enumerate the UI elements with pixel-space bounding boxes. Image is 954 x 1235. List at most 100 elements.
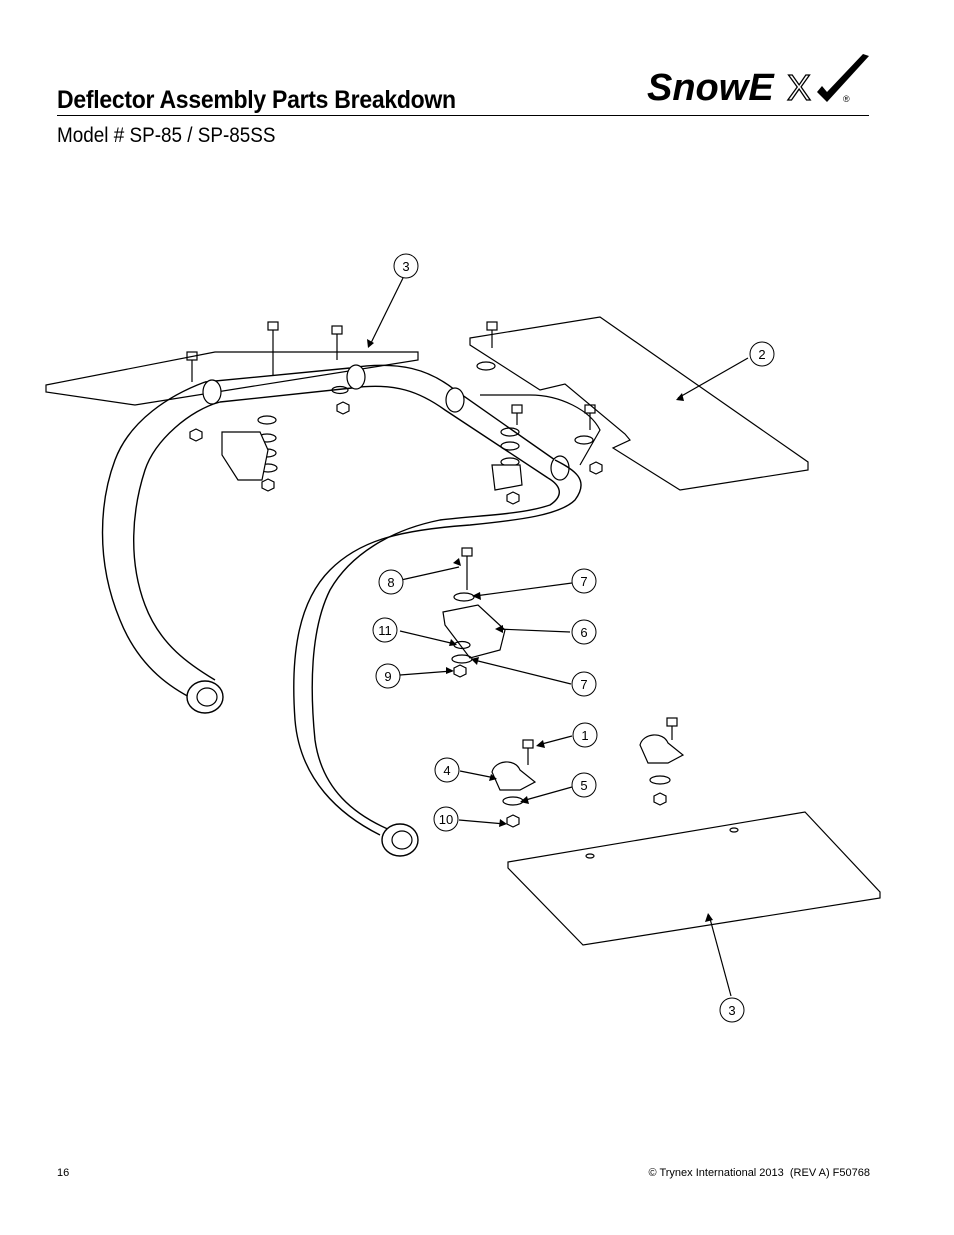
right-tube-opening xyxy=(391,830,413,850)
washer-7 xyxy=(453,592,475,602)
mount-bracket xyxy=(221,431,269,481)
bolt xyxy=(511,404,523,425)
clamp-4 xyxy=(491,761,537,791)
washer xyxy=(331,385,349,395)
callout-circle xyxy=(378,569,404,595)
washer xyxy=(574,435,594,445)
plate-hole xyxy=(729,827,739,833)
washer-7 xyxy=(451,654,473,664)
leader-line xyxy=(473,659,572,685)
deflector-plate-top-left xyxy=(45,351,419,406)
nut xyxy=(261,478,275,492)
bolt xyxy=(186,351,198,382)
arrowhead xyxy=(453,558,461,566)
callout-circle xyxy=(572,722,598,748)
nut-10 xyxy=(506,814,520,828)
bolt xyxy=(486,321,498,348)
callout-number: 1 xyxy=(581,728,588,743)
right-tube-end xyxy=(381,823,419,857)
washer-5 xyxy=(502,796,524,806)
arrowhead xyxy=(449,639,457,646)
logo-text-main: SnowE xyxy=(647,67,775,108)
callout-number: 11 xyxy=(378,623,392,638)
page-number: 16 xyxy=(57,1167,70,1179)
left-tube-opening xyxy=(196,687,218,707)
arrowhead xyxy=(471,657,479,665)
callout-number: 4 xyxy=(443,763,450,778)
arrowhead xyxy=(367,339,374,348)
copyright-notice: © Trynex International 2013 (REV A) F507… xyxy=(648,1167,870,1179)
callout-circle xyxy=(571,619,597,645)
callout-circle xyxy=(571,568,597,594)
callout-number: 8 xyxy=(387,575,394,590)
leader-line xyxy=(458,819,506,825)
clamp xyxy=(639,734,685,764)
washer xyxy=(476,361,496,371)
bolt xyxy=(584,404,596,430)
leader-line xyxy=(708,914,732,997)
arrowhead xyxy=(705,913,713,922)
registered-mark: ® xyxy=(843,94,850,104)
right-frame-tube-inner xyxy=(311,477,560,831)
left-frame-tube-inner xyxy=(133,401,221,681)
tube-clamp xyxy=(202,379,222,405)
right-frame-tube-outer xyxy=(293,459,582,836)
arrowhead xyxy=(520,796,529,804)
tube-clamp xyxy=(346,364,366,390)
arrowhead xyxy=(536,740,545,748)
bolt-1 xyxy=(522,739,534,765)
washer xyxy=(257,415,277,425)
deflector-plate-bottom xyxy=(507,811,881,946)
bolt xyxy=(666,717,678,740)
callout-number: 7 xyxy=(580,677,587,692)
arrowhead xyxy=(446,667,454,674)
left-tube-end xyxy=(186,680,224,714)
tube-clamp xyxy=(445,387,465,413)
callout-number: 5 xyxy=(580,778,587,793)
leader-line xyxy=(496,628,571,633)
nut xyxy=(336,401,350,415)
callout-number: 6 xyxy=(580,625,587,640)
callout-number: 3 xyxy=(728,1003,735,1018)
callout-circle xyxy=(571,671,597,697)
leader-line xyxy=(459,770,496,779)
logo-text-x: X xyxy=(787,67,811,108)
deflector-plate-top-right xyxy=(469,316,809,491)
title-rule xyxy=(57,115,869,116)
washer xyxy=(649,775,671,785)
arrowhead xyxy=(472,592,481,600)
callout-circle xyxy=(434,757,460,783)
callout-number: 3 xyxy=(402,259,409,274)
leader-line xyxy=(399,630,456,645)
model-subtitle: Model # SP-85 / SP-85SS xyxy=(57,124,276,147)
snowex-logo: SnowE X ® xyxy=(647,54,869,108)
arrowhead xyxy=(495,625,503,633)
page-title: Deflector Assembly Parts Breakdown xyxy=(57,86,456,114)
callout-circle xyxy=(393,253,419,279)
nut-9 xyxy=(453,664,467,678)
washer xyxy=(500,427,520,437)
callout-circle xyxy=(372,617,398,643)
washer xyxy=(500,441,520,451)
callout-circle xyxy=(719,997,745,1023)
callout-number: 10 xyxy=(439,812,453,827)
leader-line xyxy=(400,566,460,581)
mount-bracket xyxy=(491,464,523,491)
left-frame-tube-outer xyxy=(101,381,206,701)
checkmark-icon xyxy=(817,54,869,102)
callout-number: 7 xyxy=(580,574,587,589)
leader-line xyxy=(399,670,453,676)
leader-line xyxy=(677,357,749,399)
nut xyxy=(589,461,603,475)
leader-line xyxy=(474,582,573,597)
callout-circle xyxy=(433,806,459,832)
callout-number: 9 xyxy=(384,669,391,684)
callout-number: 2 xyxy=(758,347,765,362)
plate-hole xyxy=(585,853,595,859)
side-bar xyxy=(480,394,601,466)
bracket-6 xyxy=(442,604,506,659)
leader-line xyxy=(521,786,573,802)
nut xyxy=(506,491,520,505)
bolt xyxy=(331,325,343,360)
